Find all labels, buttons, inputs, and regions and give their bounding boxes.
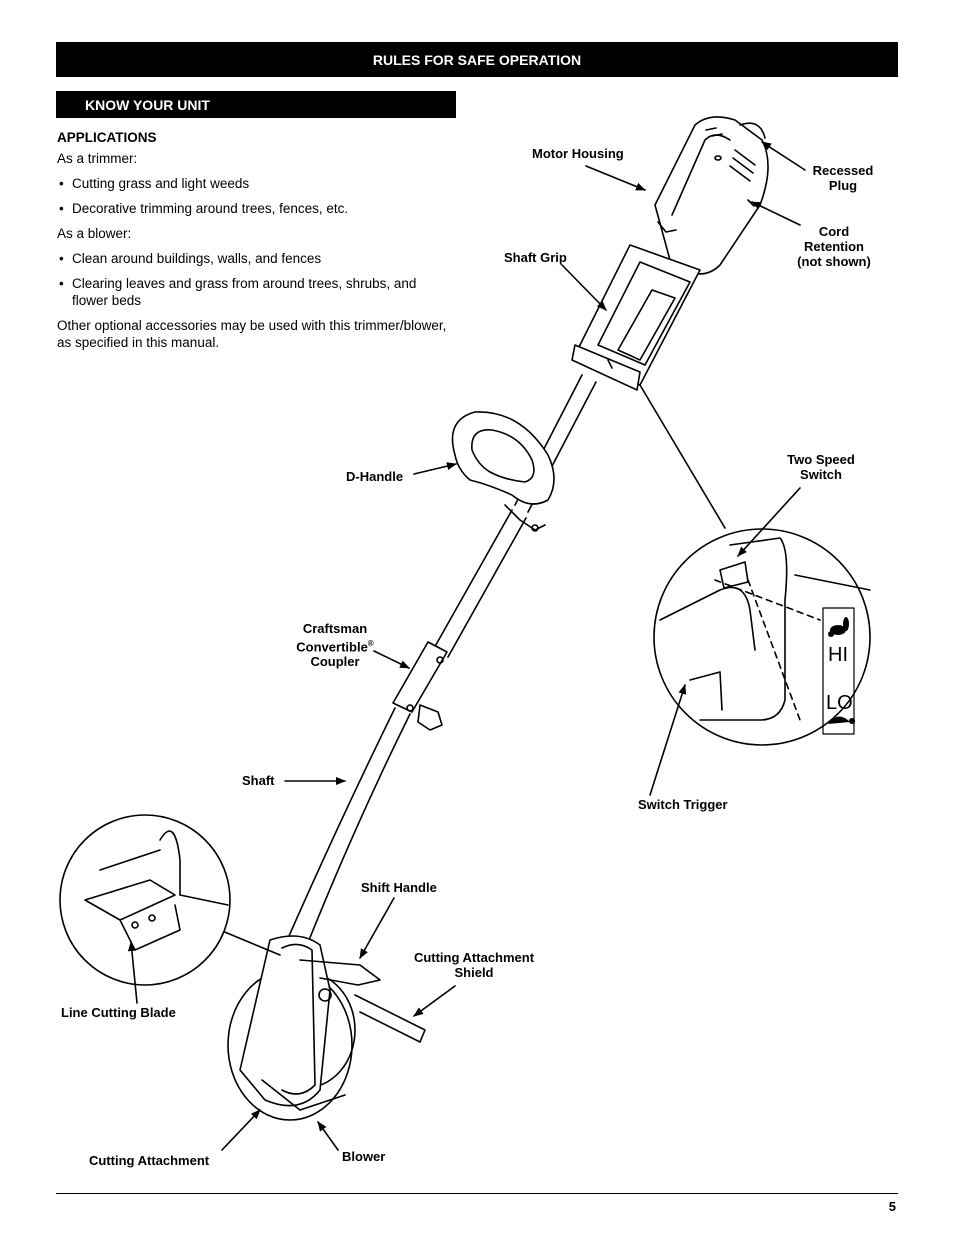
blower-intro: As a blower:: [57, 226, 132, 241]
switch-hi-text: HI: [828, 644, 848, 666]
label-line-cutting-blade: Line Cutting Blade: [61, 1005, 176, 1020]
trimmer-intro: As a trimmer:: [57, 151, 138, 166]
label-d-handle: D-Handle: [346, 469, 404, 484]
label-shaft: Shaft: [242, 773, 275, 788]
shaft-grip-shape: [571, 244, 701, 391]
label-two-speed-switch: Two Speed Switch: [787, 452, 855, 482]
page-number: 5: [888, 1199, 896, 1214]
section-title: KNOW YOUR UNIT: [56, 91, 456, 118]
rabbit-icon: [828, 617, 849, 637]
applications-section: APPLICATIONS As a trimmer: Cutting grass…: [57, 129, 447, 359]
switch-detail-shape: [653, 528, 871, 746]
label-blower: Blower: [342, 1149, 386, 1164]
accessories-note: Other optional accessories may be used w…: [57, 318, 447, 350]
applications-heading: APPLICATIONS: [57, 130, 157, 145]
label-motor-housing: Motor Housing: [532, 146, 624, 161]
page-banner: RULES FOR SAFE OPERATION: [56, 42, 898, 77]
switch-lo-text: LO: [826, 692, 853, 714]
d-handle-shape: [451, 411, 555, 532]
list-item: Decorative trimming around trees, fences…: [57, 200, 447, 217]
coupler-shape: [392, 641, 448, 731]
label-cutting-attachment-shield: Cutting Attachment Shield: [413, 950, 535, 980]
list-item: Clearing leaves and grass from around tr…: [57, 275, 447, 309]
blower-list: Clean around buildings, walls, and fence…: [57, 250, 447, 309]
turtle-icon: [828, 716, 855, 724]
list-item: Clean around buildings, walls, and fence…: [57, 250, 447, 267]
label-shaft-grip: Shaft Grip: [504, 250, 567, 265]
label-shift-handle: Shift Handle: [361, 880, 437, 895]
label-recessed-plug: Recessed Plug: [812, 163, 874, 193]
label-cord-retention: Cord Retention (not shown): [797, 224, 871, 269]
motor-housing-shape: [654, 116, 769, 275]
label-cutting-attachment: Cutting Attachment: [89, 1153, 210, 1168]
blade-detail-shape: [59, 814, 231, 986]
list-item: Cutting grass and light weeds: [57, 175, 447, 192]
trimmer-list: Cutting grass and light weeds Decorative…: [57, 175, 447, 217]
cutting-head-shape: [227, 935, 426, 1121]
footer-rule: [56, 1193, 898, 1194]
label-coupler: Craftsman Convertible® Coupler: [296, 621, 374, 670]
label-switch-trigger: Switch Trigger: [638, 797, 728, 812]
